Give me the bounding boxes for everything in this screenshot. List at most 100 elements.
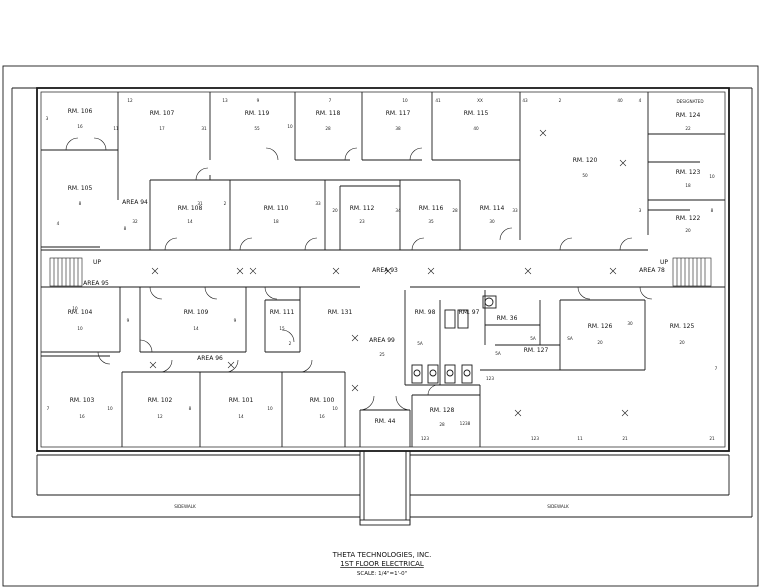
- room-label-100: RM. 100: [310, 397, 335, 404]
- svg-text:43: 43: [522, 98, 528, 103]
- room-label-103: RM. 103: [70, 397, 95, 404]
- svg-text:123: 123: [421, 436, 429, 441]
- room-label-112: RM. 112: [350, 205, 375, 212]
- svg-text:4: 4: [57, 221, 60, 226]
- company-name: THETA TECHNOLOGIES, INC.: [332, 551, 432, 559]
- svg-text:3: 3: [46, 116, 49, 121]
- room-label-126: RM. 126: [588, 323, 613, 330]
- room-label-area94: AREA 94: [122, 199, 148, 206]
- room-num: 30: [489, 219, 495, 224]
- room-num: 18: [273, 219, 279, 224]
- svg-text:5A: 5A: [417, 341, 423, 346]
- svg-text:9: 9: [234, 318, 237, 323]
- room-num: 25: [379, 352, 385, 357]
- sheet-border: [2, 65, 759, 587]
- svg-text:3: 3: [639, 208, 642, 213]
- room-num: 23: [359, 219, 365, 224]
- svg-text:123: 123: [486, 376, 494, 381]
- light-fixture-icon: [149, 129, 629, 417]
- room-num: 50: [582, 173, 588, 178]
- room-label-128: RM. 128: [430, 407, 455, 414]
- room-num: 55: [254, 126, 260, 131]
- room-num: 14: [238, 414, 244, 419]
- room-label-117: RM. 117: [386, 110, 411, 117]
- room-num: 17: [159, 126, 165, 131]
- room-label-area96: AREA 96: [197, 355, 223, 362]
- exterior-wall: [36, 87, 730, 452]
- svg-text:20: 20: [332, 208, 338, 213]
- room-num: 35: [428, 219, 434, 224]
- svg-text:123: 123: [531, 436, 539, 441]
- svg-text:28: 28: [452, 208, 458, 213]
- svg-text:10: 10: [332, 406, 338, 411]
- svg-text:33: 33: [512, 208, 518, 213]
- room-label-area78: AREA 78: [639, 267, 665, 274]
- room-num: 40: [473, 126, 479, 131]
- room-num: 22: [685, 126, 691, 131]
- room-num: 16: [319, 414, 325, 419]
- svg-text:XX: XX: [477, 98, 483, 103]
- svg-text:7: 7: [329, 98, 332, 103]
- room-label-111: RM. 111: [270, 309, 295, 316]
- room-num: 16: [79, 414, 85, 419]
- svg-text:SA: SA: [567, 336, 573, 341]
- svg-text:7: 7: [715, 366, 718, 371]
- sheet-title: 1ST FLOOR ELECTRICAL: [340, 560, 424, 568]
- room-label-107: RM. 107: [150, 110, 175, 117]
- room-num: 18: [685, 183, 691, 188]
- svg-text:10: 10: [287, 124, 293, 129]
- room-num: 32: [132, 219, 138, 224]
- stair-up-label: UP: [93, 259, 101, 266]
- svg-text:10: 10: [267, 406, 273, 411]
- room-num: 14: [193, 326, 199, 331]
- room-num: 20: [597, 340, 603, 345]
- svg-text:34: 34: [395, 208, 401, 213]
- svg-text:21: 21: [622, 436, 628, 441]
- svg-text:31: 31: [197, 201, 203, 206]
- room-label-114: RM. 114: [480, 205, 505, 212]
- room-label-116: RM. 116: [419, 205, 444, 212]
- svg-text:13: 13: [222, 98, 228, 103]
- room-label-36: RM. 36: [497, 315, 518, 322]
- svg-text:21: 21: [709, 436, 715, 441]
- svg-text:30: 30: [627, 321, 633, 326]
- svg-text:10: 10: [402, 98, 408, 103]
- sidewalk-label: SIDEWALK: [174, 504, 196, 509]
- room-label-104: RM. 104: [68, 309, 93, 316]
- room-num: 20: [679, 340, 685, 345]
- room-label-area95: AREA 95: [83, 280, 109, 287]
- room-label-area93: AREA 93: [372, 267, 398, 274]
- room-num: 20: [685, 228, 691, 233]
- room-num: 16: [77, 124, 83, 129]
- scale-note: SCALE: 1/4"=1'-0": [357, 571, 407, 577]
- room-label-131: RM. 131: [328, 309, 353, 316]
- svg-text:1238: 1238: [460, 421, 471, 426]
- room-label-106: RM. 106: [68, 108, 93, 115]
- svg-text:11: 11: [113, 126, 119, 131]
- room-num: 14: [187, 219, 193, 224]
- room-num: 15: [279, 326, 285, 331]
- svg-text:2: 2: [289, 341, 292, 346]
- room-label-105: RM. 105: [68, 185, 93, 192]
- room-num: 10: [77, 326, 83, 331]
- room-label-124: RM. 124: [676, 112, 701, 119]
- room-label-102: RM. 102: [148, 397, 173, 404]
- room-num: 28: [325, 126, 331, 131]
- room-label-122: RM. 122: [676, 215, 701, 222]
- room-label-118: RM. 118: [316, 110, 341, 117]
- svg-text:8: 8: [124, 226, 127, 231]
- svg-text:41: 41: [435, 98, 441, 103]
- svg-text:33: 33: [315, 201, 321, 206]
- room-label-109: RM. 109: [184, 309, 209, 316]
- svg-text:4: 4: [639, 98, 642, 103]
- room-label-127: RM. 127: [524, 347, 549, 354]
- svg-text:12: 12: [127, 98, 133, 103]
- svg-text:10: 10: [107, 406, 113, 411]
- svg-text:2: 2: [559, 98, 562, 103]
- room-label-123: RM. 123: [676, 169, 701, 176]
- room-num: 28: [439, 422, 445, 427]
- designated-label: DESIGNATED: [676, 99, 703, 104]
- room-labels: RM. 106 RM. 107 RM. 119 RM. 118 RM. 117 …: [68, 108, 701, 425]
- svg-text:7: 7: [47, 406, 50, 411]
